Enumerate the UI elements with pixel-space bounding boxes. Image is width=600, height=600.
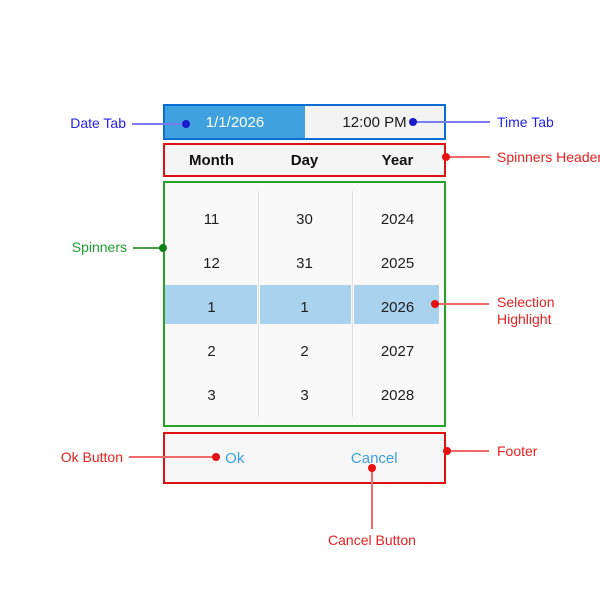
cancel-button-callout-line — [371, 468, 373, 529]
spinners-header-callout-dot — [442, 153, 450, 161]
tab-time[interactable]: 12:00 PM — [305, 106, 444, 138]
month-option[interactable]: 11 — [203, 210, 220, 228]
header-day: Day — [290, 151, 319, 169]
month-option-selected[interactable]: 1 — [207, 298, 216, 316]
spinner-row: 3 3 2028 — [165, 373, 444, 417]
selection-highlight-month — [165, 285, 257, 324]
date-tab-callout-dot — [182, 120, 190, 128]
spinner-row: 2 2 2027 — [165, 329, 444, 373]
year-option-selected[interactable]: 2026 — [380, 298, 415, 316]
day-option[interactable]: 2 — [300, 342, 309, 360]
selection-highlight-callout-dot — [431, 300, 439, 308]
spinners: 11 30 2024 12 31 2025 1 1 2026 2 2 2027 … — [163, 181, 446, 427]
month-option[interactable]: 12 — [203, 254, 220, 272]
spinners-callout-dot — [159, 244, 167, 252]
spinner-row: 11 30 2024 — [165, 197, 444, 241]
cancel-button-callout-label: Cancel Button — [328, 532, 416, 548]
spinners-callout-label: Spinners — [71, 239, 127, 255]
time-tab-callout-label: Time Tab — [497, 114, 554, 130]
footer-callout-dot — [443, 447, 451, 455]
time-tab-callout-dot — [409, 118, 417, 126]
month-option[interactable]: 3 — [207, 386, 216, 404]
month-option[interactable]: 2 — [207, 342, 216, 360]
spinner-row-selected: 1 1 2026 — [165, 285, 444, 329]
day-option[interactable]: 31 — [296, 254, 313, 272]
ok-button-callout-dot — [212, 453, 220, 461]
spinners-callout-line — [133, 247, 163, 249]
day-option[interactable]: 30 — [296, 210, 313, 228]
footer-callout-label: Footer — [497, 443, 538, 459]
year-option[interactable]: 2027 — [380, 342, 415, 360]
selection-highlight-year — [354, 285, 439, 324]
ok-button[interactable]: Ok — [225, 449, 245, 467]
selection-highlight-callout-line — [435, 303, 489, 305]
date-tab-callout-line — [132, 123, 186, 125]
spinners-header: Month Day Year — [163, 143, 446, 177]
day-option-selected[interactable]: 1 — [300, 298, 309, 316]
year-option[interactable]: 2024 — [380, 210, 415, 228]
year-option[interactable]: 2028 — [380, 386, 415, 404]
header-month: Month — [189, 151, 234, 169]
date-tab-callout-label: Date Tab — [70, 115, 126, 131]
header-year: Year — [381, 151, 414, 169]
selection-highlight-callout-label: Selection Highlight — [497, 294, 555, 327]
column-separator — [352, 191, 353, 417]
spinners-header-callout-line — [446, 156, 490, 158]
ok-button-callout-label: Ok Button — [60, 449, 123, 465]
ok-button-callout-line — [129, 456, 216, 458]
footer-callout-line — [447, 450, 489, 452]
tab-strip: 1/1/2026 12:00 PM — [163, 104, 446, 140]
cancel-button-callout-dot — [368, 464, 376, 472]
spinner-row: 12 31 2025 — [165, 241, 444, 285]
year-option[interactable]: 2025 — [380, 254, 415, 272]
column-separator — [258, 191, 259, 417]
cancel-button[interactable]: Cancel — [350, 449, 398, 467]
day-option[interactable]: 3 — [300, 386, 309, 404]
selection-highlight-day — [260, 285, 351, 324]
spinners-header-callout-label: Spinners Header — [497, 149, 600, 165]
time-tab-callout-line — [413, 121, 490, 123]
footer: Ok Cancel — [163, 432, 446, 484]
